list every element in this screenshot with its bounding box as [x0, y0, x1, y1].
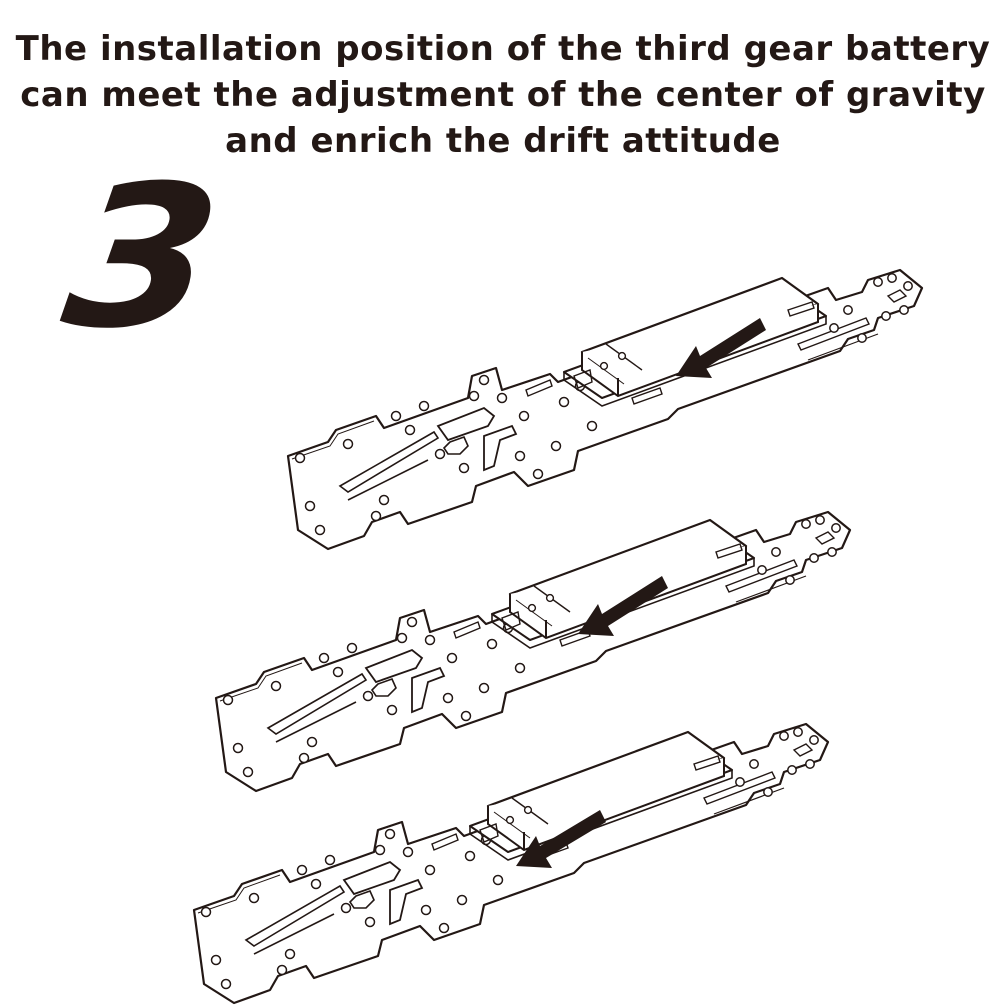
- arrow-down-left-icon: [676, 318, 766, 378]
- heading-line-2: can meet the adjustment of the center of…: [20, 75, 986, 115]
- arrow-down-left-icon: [578, 576, 668, 636]
- arrow-down-left-icon: [516, 810, 606, 868]
- heading-line-3: and enrich the drift attitude: [225, 121, 781, 161]
- heading-line-1: The installation position of the third g…: [15, 29, 991, 69]
- battery-position-front: [286, 268, 924, 551]
- heading: The installation position of the third g…: [0, 26, 1006, 164]
